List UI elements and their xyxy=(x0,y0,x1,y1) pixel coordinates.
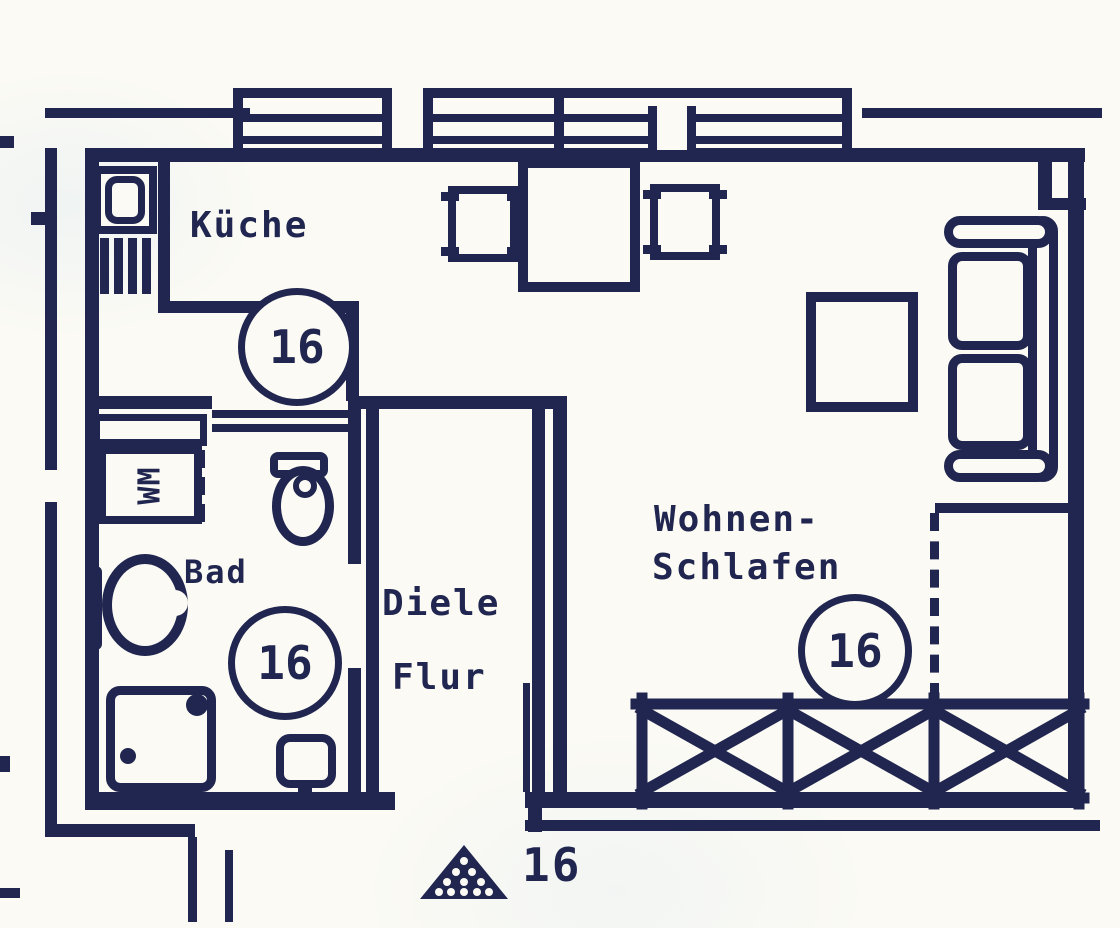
chair-leg xyxy=(507,247,525,256)
sofa-back xyxy=(1028,216,1058,482)
edge-tick-mid xyxy=(0,756,10,772)
wall-top-outer-left xyxy=(45,108,250,118)
toilet-bowl xyxy=(272,466,334,546)
wall-stub-b xyxy=(225,850,233,922)
wardrobe-top-edge xyxy=(935,503,1075,513)
shower-drain-dot xyxy=(120,748,136,764)
plan-number: 16 xyxy=(522,838,582,892)
plan-marker-triangle-icon xyxy=(420,845,508,899)
chair-leg xyxy=(643,245,661,254)
dining-table xyxy=(518,158,640,292)
wall-top-outer-right xyxy=(862,108,1102,118)
wall-left-outer-upper xyxy=(45,148,57,470)
chair-leg xyxy=(441,247,459,256)
sofa-cushion-1 xyxy=(948,252,1032,350)
window2-pier-a xyxy=(648,106,657,160)
unit-marker-kitchen-value: 16 xyxy=(269,320,325,374)
wall-bottom-outer-right xyxy=(525,820,1100,831)
edge-tick-bottom xyxy=(0,888,20,898)
window2-top xyxy=(423,88,852,98)
unit-marker-living-value: 16 xyxy=(827,624,883,678)
window2-glass-line-b xyxy=(423,136,852,144)
window2-divider xyxy=(554,88,564,160)
unit-marker-bath-value: 16 xyxy=(257,636,313,690)
bath-right-wall-upper xyxy=(348,396,361,564)
hall-left-wall xyxy=(366,396,379,792)
edge-tick-top xyxy=(0,136,14,148)
wall-bottom-outer-left xyxy=(45,824,195,837)
window2-pier-b xyxy=(687,106,696,160)
room-label-kitchen: Küche xyxy=(190,205,309,246)
bath-top-wall-a xyxy=(85,396,212,409)
room-label-hall-line2: Flur xyxy=(392,657,487,698)
bath-top-wall-b xyxy=(352,396,567,409)
chair-leg xyxy=(709,190,727,199)
room-label-living-line2: Schlafen xyxy=(652,547,842,588)
room-label-living-line1: Wohnen- xyxy=(654,499,820,540)
bath-top-thin-1 xyxy=(212,410,352,418)
chair-leg xyxy=(643,190,661,199)
basin-tap-notch xyxy=(162,590,188,616)
window2-pier-gap xyxy=(657,104,687,150)
stove-burner-bar-4 xyxy=(142,238,151,294)
stove-burner-bar-2 xyxy=(114,238,123,294)
entry-connector xyxy=(528,792,542,832)
stove-burner-bar-3 xyxy=(128,238,137,294)
window2-bar-left xyxy=(423,88,433,160)
washing-machine-label: WM xyxy=(132,465,168,505)
side-table xyxy=(806,292,918,412)
riser-hook-horizontal xyxy=(1038,198,1086,210)
bath-counter xyxy=(93,414,207,446)
shower-head-dot xyxy=(186,694,208,716)
window1-top xyxy=(233,88,392,98)
window1-glass-line-a xyxy=(233,114,392,122)
wall-top-inner xyxy=(85,148,1085,162)
wall-stub-a xyxy=(188,837,197,922)
wall-right xyxy=(1068,148,1084,794)
chair-leg xyxy=(709,245,727,254)
sofa-cushion-2 xyxy=(948,354,1032,450)
sofa-arm-bottom xyxy=(944,450,1054,482)
riser-hook-vertical xyxy=(1038,160,1052,210)
sofa-arm-top xyxy=(944,216,1054,248)
wardrobe-dashed-edge xyxy=(930,513,939,701)
toilet-flush-circle xyxy=(293,474,317,498)
balcony-railing xyxy=(630,692,1090,810)
bath-top-thin-2 xyxy=(212,424,352,432)
stove-burner-bar-1 xyxy=(100,238,109,294)
dining-chair-left xyxy=(441,186,525,262)
window1-bar-left xyxy=(233,88,243,160)
wall-left-inner xyxy=(85,148,99,810)
chair-leg xyxy=(507,192,525,201)
window1-bar-right xyxy=(382,88,392,160)
unit-marker-bath: 16 xyxy=(228,606,342,720)
chair-leg xyxy=(441,192,459,201)
hall-door-line xyxy=(523,683,530,792)
dining-chair-right xyxy=(643,184,727,260)
hall-right-wall-outer xyxy=(553,396,567,792)
wall-left-jog xyxy=(31,212,47,225)
basin-wall-fill xyxy=(86,566,102,650)
wall-left-outer-lower xyxy=(45,502,57,836)
window2-bar-right xyxy=(842,88,852,160)
hall-right-wall-inner xyxy=(532,396,545,792)
wall-bottom-left xyxy=(85,792,395,810)
kitchen-counter-edge xyxy=(158,148,170,313)
hand-basin xyxy=(276,734,336,788)
washing-machine: WM xyxy=(98,446,202,524)
room-label-hall-line1: Diele xyxy=(382,583,501,624)
unit-marker-kitchen: 16 xyxy=(238,288,356,406)
unit-marker-living: 16 xyxy=(798,594,912,708)
kitchen-sink-basin xyxy=(105,176,145,224)
bath-right-wall-lower xyxy=(348,668,361,792)
room-label-bath: Bad xyxy=(184,553,248,591)
window2-glass-line-a xyxy=(423,114,852,122)
window1-glass-line-b xyxy=(233,136,392,144)
